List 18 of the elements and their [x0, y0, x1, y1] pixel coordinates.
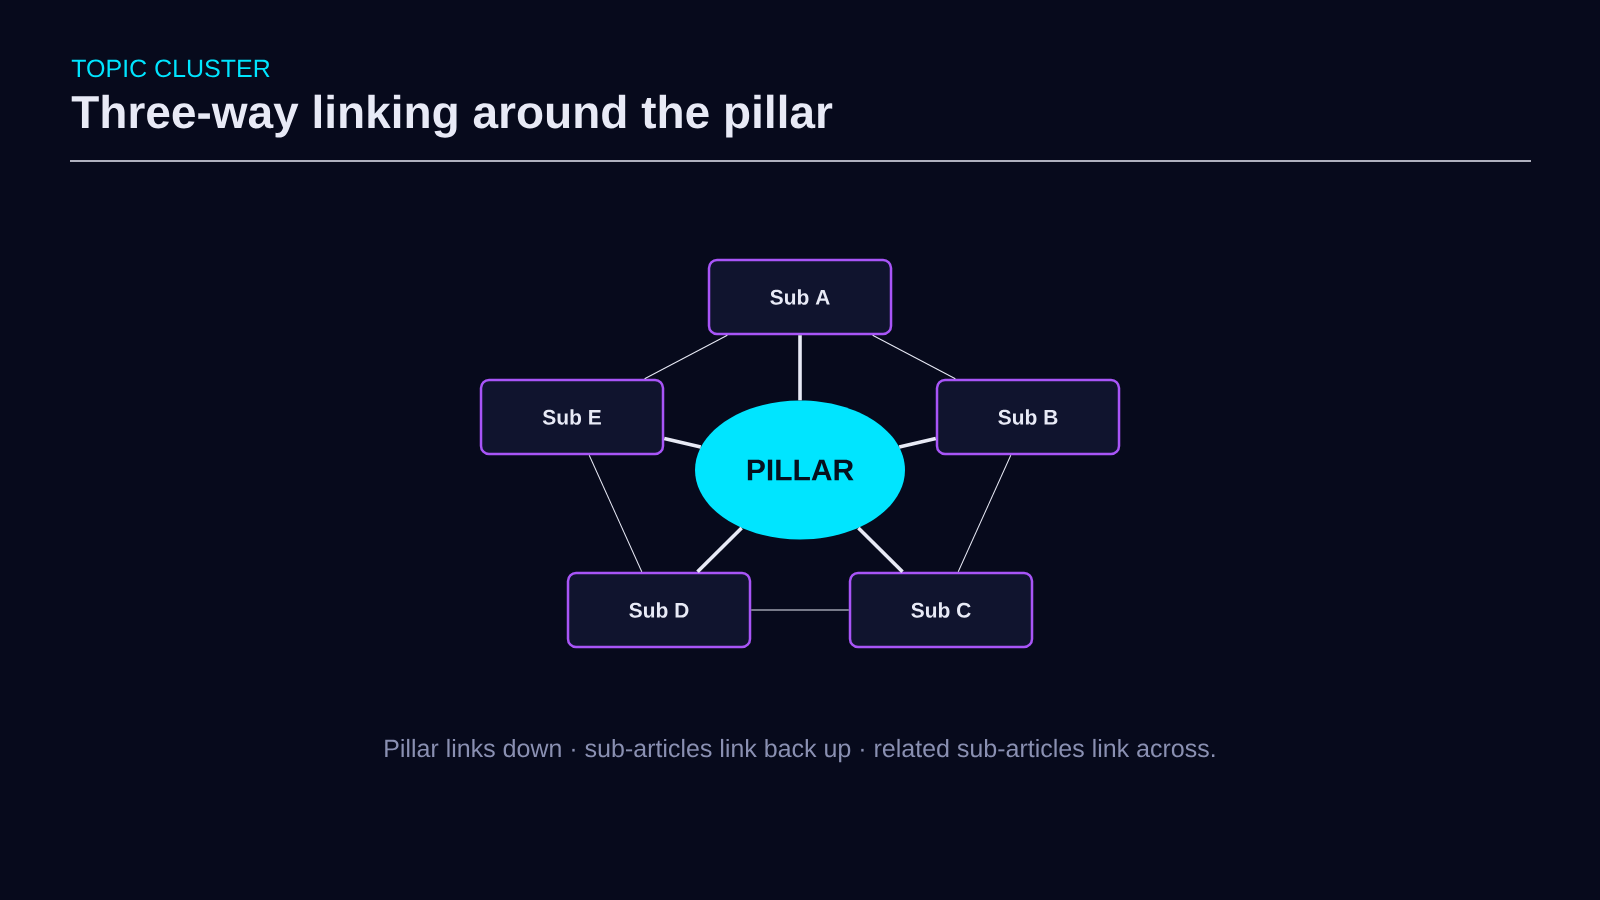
connector-line: [750, 609, 850, 611]
topic-box: Sub D: [566, 571, 752, 649]
topic-box: Sub C: [848, 571, 1034, 649]
connector-line: [957, 454, 1012, 573]
connector-line: [898, 436, 937, 449]
topic-box: Sub B: [935, 378, 1121, 456]
connector-line: [872, 334, 956, 380]
caption: Pillar links down · sub-articles link back up · related sub-articles link across.: [385, 738, 1215, 763]
connector-line: [663, 436, 702, 449]
connector-line: [588, 454, 643, 573]
connector-line: [798, 335, 802, 401]
kicker-text: TOPIC CLUSTER: [71, 59, 270, 78]
topic-box: Sub E: [479, 378, 665, 456]
connector-line: [644, 334, 728, 380]
topic-box: Sub A: [707, 258, 893, 336]
title: Three-way linking around the pillar: [71, 94, 833, 138]
connector-line: [857, 526, 904, 574]
connector-line: [696, 526, 743, 574]
